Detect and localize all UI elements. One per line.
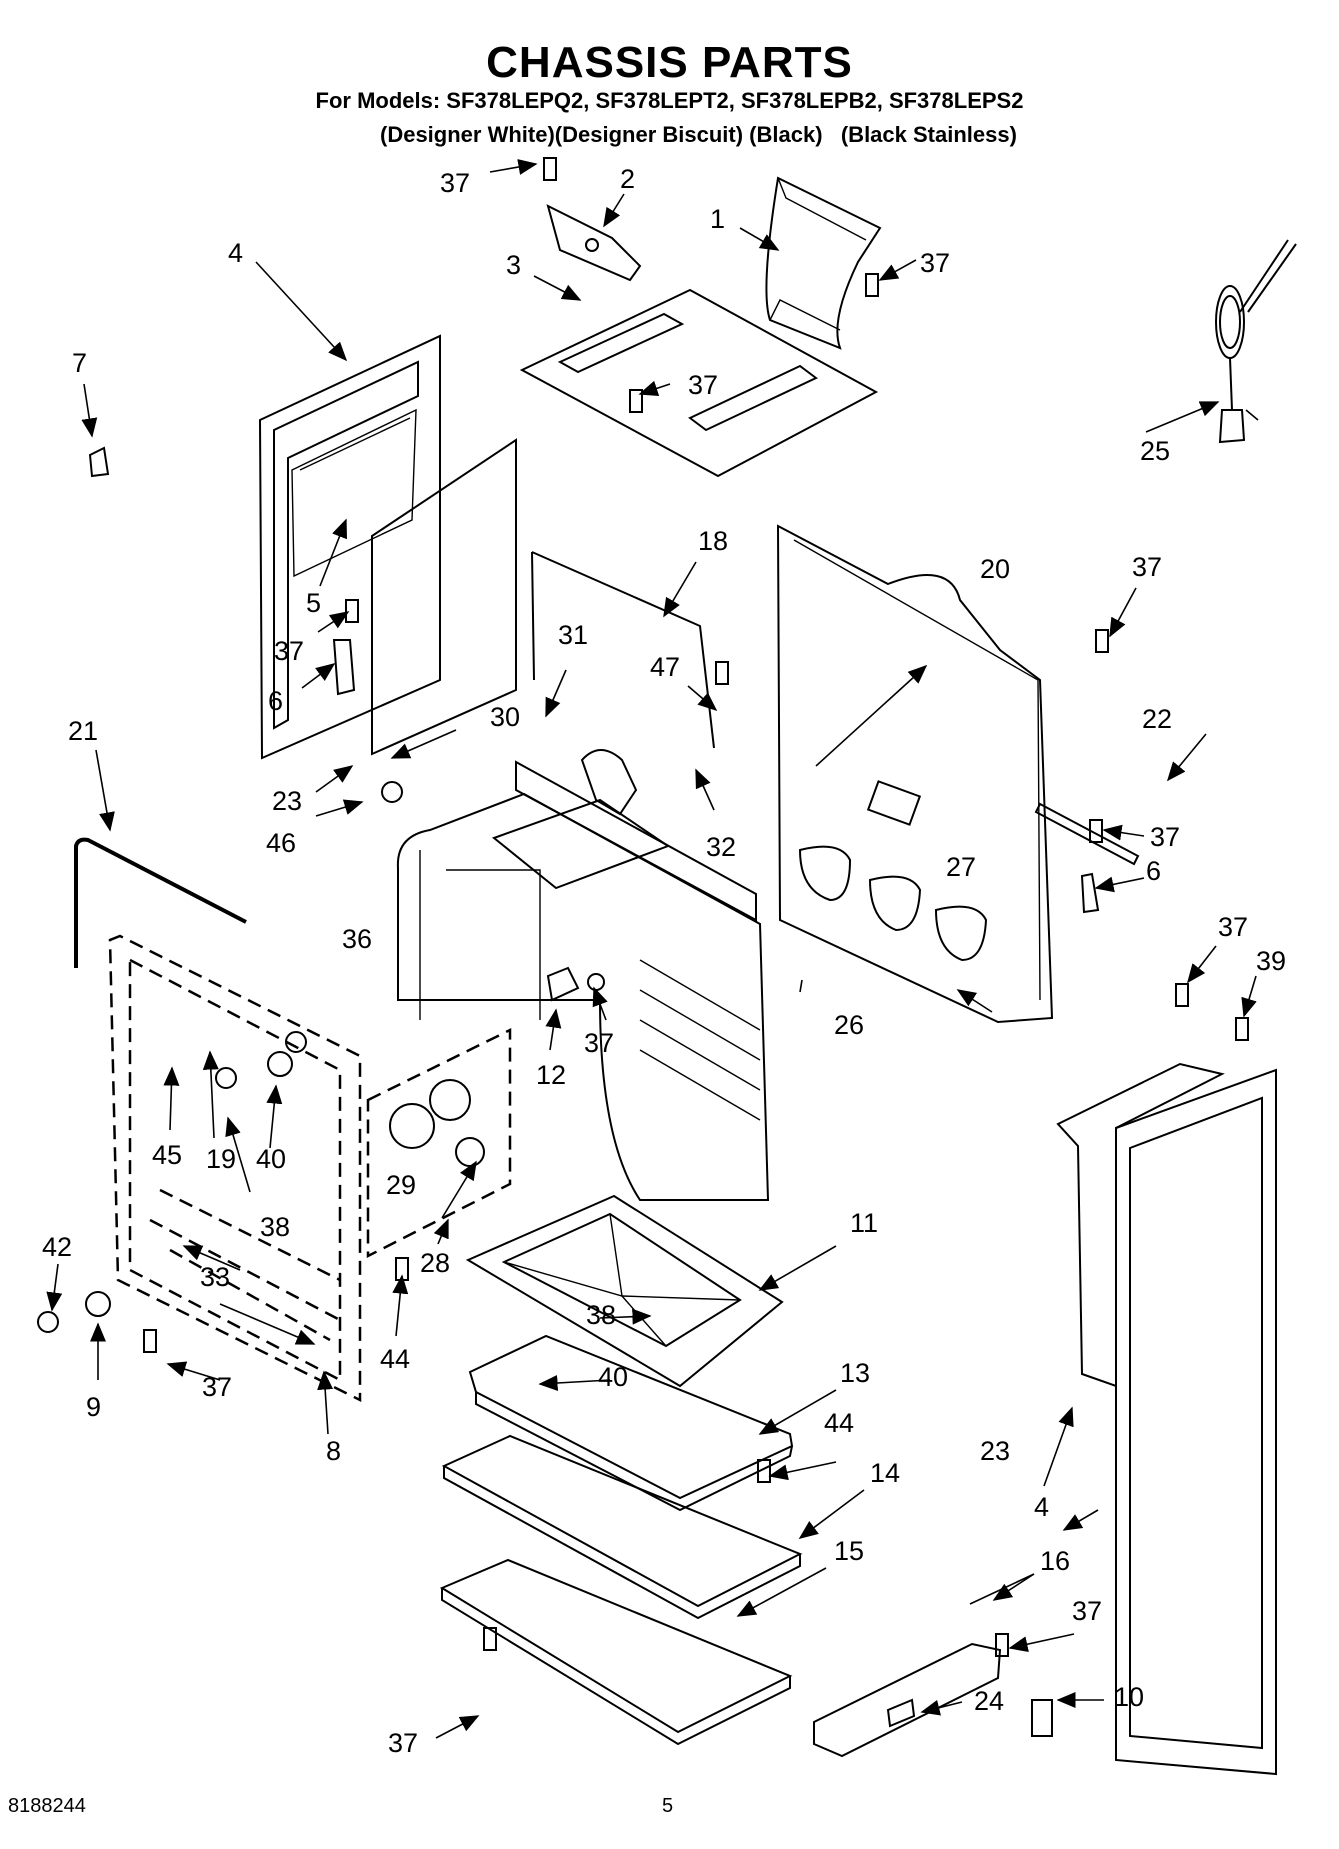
part-bottom-rail: [813, 1642, 1002, 1758]
part-inner-panel: [371, 438, 517, 756]
callout-8: 8: [326, 1436, 341, 1466]
callout-40-drawer: 40: [598, 1362, 628, 1392]
callout-6-left: 6: [268, 686, 283, 716]
callout-7: 7: [72, 348, 87, 378]
callout-29: 29: [386, 1170, 416, 1200]
part-hinge-left: [332, 639, 1100, 914]
callout-30: 30: [490, 702, 520, 732]
part-rear-panel: [776, 524, 1054, 1024]
callout-45: 45: [152, 1140, 182, 1170]
callout-37-top: 37: [440, 168, 470, 198]
callout-3: 3: [506, 250, 521, 280]
callout-12: 12: [536, 1060, 566, 1090]
callout-37-duct: 37: [920, 248, 950, 278]
callout-42: 42: [42, 1232, 72, 1262]
part-oven-door-dashed: [108, 934, 362, 1403]
callout-labels: 1 2 3 4 4 5 6 6 7 8 9 10 11 12 13 14 15 …: [42, 164, 1286, 1758]
callout-2: 2: [620, 164, 635, 194]
callout-23-right: 23: [980, 1436, 1010, 1466]
part-drawer-liner: [441, 1434, 803, 1620]
callout-37-rail: 37: [1072, 1596, 1102, 1626]
callout-37-cavity: 37: [584, 1028, 614, 1058]
callout-23-left: 23: [272, 786, 302, 816]
callout-10: 10: [1114, 1682, 1144, 1712]
callout-44-door: 44: [380, 1344, 410, 1374]
part-leveling-leg: [1031, 1699, 1053, 1737]
part-oven-cavity: [396, 760, 770, 1201]
part-broiler-pan: [465, 1194, 784, 1388]
callout-14: 14: [870, 1458, 900, 1488]
part-clip: [88, 446, 110, 478]
callout-4-right: 4: [1034, 1492, 1049, 1522]
callout-36: 36: [342, 924, 372, 954]
part-power-cord: [1215, 239, 1297, 444]
callout-37-right-top: 37: [1218, 912, 1248, 942]
part-top-panel: [519, 288, 879, 478]
callout-26: 26: [834, 1010, 864, 1040]
callout-37-rear: 37: [1132, 552, 1162, 582]
callout-22: 22: [1142, 704, 1172, 734]
part-left-side-panel: [258, 334, 441, 760]
callout-leaders: [46, 159, 1259, 1739]
callout-19: 19: [206, 1144, 236, 1174]
callout-15: 15: [834, 1536, 864, 1566]
callout-21: 21: [68, 716, 98, 746]
part-trim-rod: [74, 837, 247, 968]
callout-9: 9: [86, 1392, 101, 1422]
callout-1: 1: [710, 204, 725, 234]
page-number: 5: [662, 1795, 674, 1817]
callout-37-door: 37: [202, 1372, 232, 1402]
page-title: CHASSIS PARTS: [486, 38, 853, 87]
callout-37-left: 37: [274, 636, 304, 666]
callout-37-panel: 37: [688, 370, 718, 400]
callout-5: 5: [306, 588, 321, 618]
callout-37-bottom: 37: [388, 1728, 418, 1758]
part-drawer: [468, 1334, 794, 1512]
callout-25: 25: [1140, 436, 1170, 466]
callout-32: 32: [706, 832, 736, 862]
part-vent-bracket: [546, 204, 642, 282]
callout-40-door: 40: [256, 1144, 286, 1174]
part-bottom-panel: [439, 1558, 793, 1746]
callout-47: 47: [650, 652, 680, 682]
callout-44-drawer: 44: [824, 1408, 854, 1438]
callout-39: 39: [1256, 946, 1286, 976]
callout-18: 18: [698, 526, 728, 556]
callout-38-pan: 38: [586, 1300, 616, 1330]
callout-38-door: 38: [260, 1212, 290, 1242]
part-right-side-panel: [1056, 1062, 1277, 1776]
part-screws: [37, 157, 1249, 1657]
callout-31: 31: [558, 620, 588, 650]
callout-24: 24: [974, 1686, 1004, 1716]
part-control-box-dashed: [366, 1027, 512, 1259]
model-color-list: (Designer White)(Designer Biscuit) (Blac…: [380, 122, 1017, 147]
callout-6-right: 6: [1146, 856, 1161, 886]
callout-4-left: 4: [228, 238, 243, 268]
model-list: For Models: SF378LEPQ2, SF378LEPT2, SF37…: [315, 88, 1024, 113]
callout-11: 11: [850, 1208, 878, 1238]
part-vent-duct: [765, 176, 882, 350]
callout-27: 27: [946, 852, 976, 882]
part-brace: [1034, 802, 1140, 866]
part-small-bracket: [886, 1698, 916, 1728]
callout-20: 20: [980, 554, 1010, 584]
part-gasket: [531, 551, 715, 749]
part-number: 8188244: [8, 1795, 86, 1817]
callout-33: 33: [200, 1262, 230, 1292]
callout-28: 28: [420, 1248, 450, 1278]
callout-16: 16: [1040, 1546, 1070, 1576]
part-lamp-assembly: [389, 1079, 485, 1167]
callout-37-brace: 37: [1150, 822, 1180, 852]
callout-46: 46: [266, 828, 296, 858]
callout-13: 13: [840, 1358, 870, 1388]
